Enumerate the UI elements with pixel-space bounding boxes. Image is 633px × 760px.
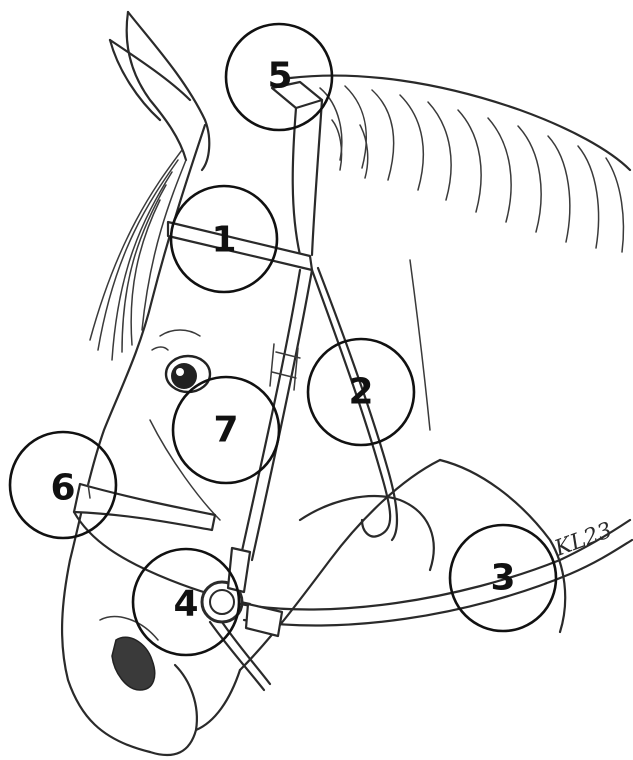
marker-6-label: 6 bbox=[50, 468, 75, 509]
marker-7: 7 bbox=[173, 377, 279, 483]
mane-drawing bbox=[320, 86, 623, 252]
marker-2-label: 2 bbox=[348, 372, 373, 413]
marker-4-label: 4 bbox=[173, 584, 198, 625]
horse-head-drawing bbox=[62, 12, 630, 755]
marker-3-label: 3 bbox=[490, 558, 515, 599]
marker-1-label: 1 bbox=[211, 220, 236, 261]
marker-3: 3 bbox=[450, 525, 556, 631]
marker-5-label: 5 bbox=[267, 56, 292, 97]
marker-7-label: 7 bbox=[213, 410, 238, 451]
marker-2: 2 bbox=[308, 339, 414, 445]
marker-6: 6 bbox=[10, 432, 116, 538]
